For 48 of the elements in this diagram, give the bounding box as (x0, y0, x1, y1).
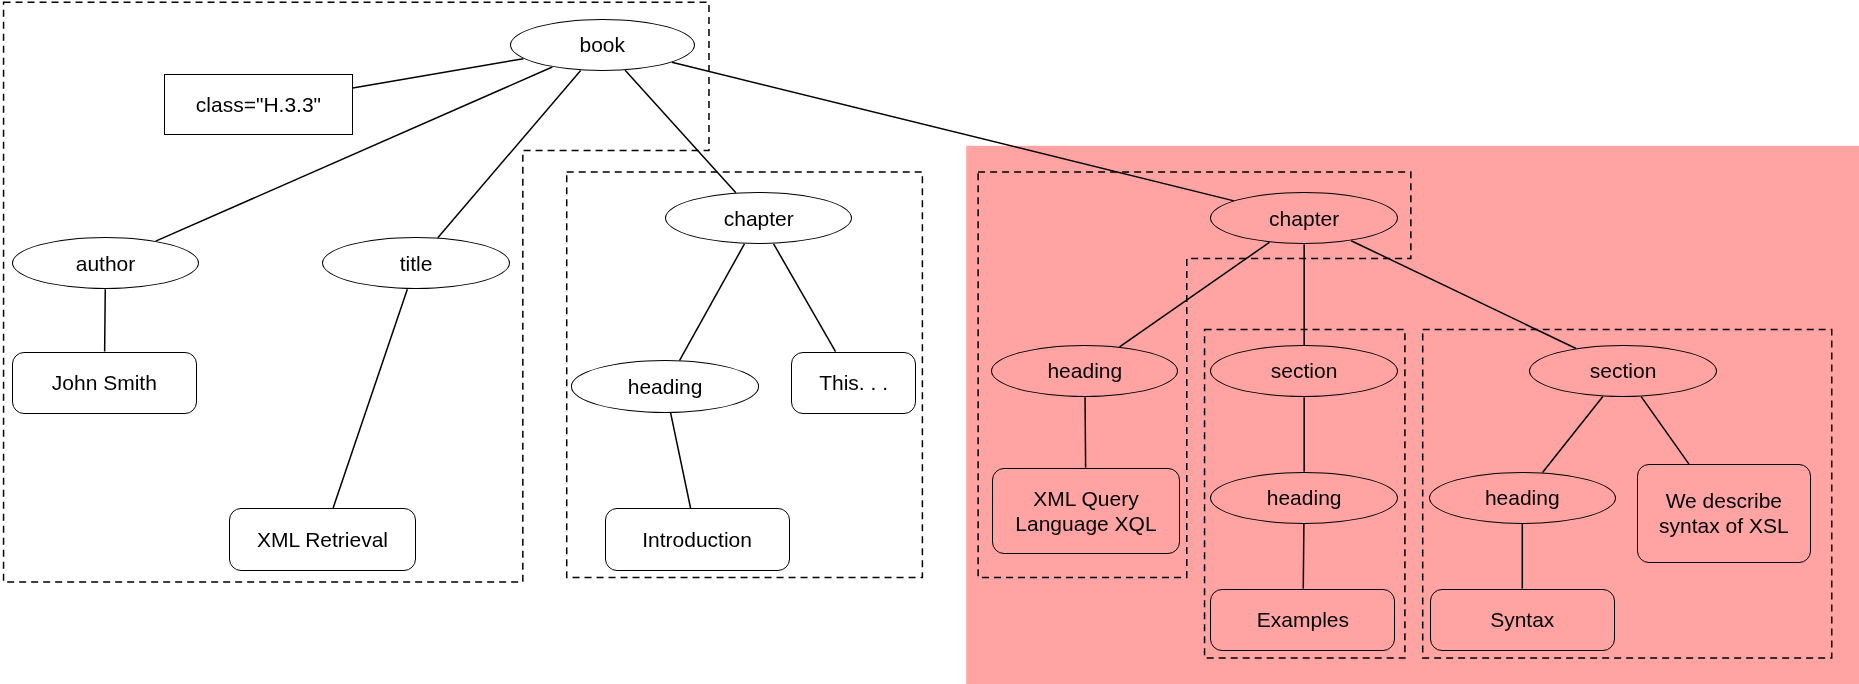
text-box (992, 467, 1180, 555)
connector-line (772, 243, 837, 353)
connector-line (103, 288, 106, 353)
connector-line (154, 66, 554, 242)
node-label: chapter (1269, 205, 1340, 231)
text-box (604, 508, 790, 571)
connector-line (1303, 396, 1305, 473)
node-label: Examples (1256, 607, 1350, 633)
text-box (1210, 588, 1396, 652)
connector-line (1640, 395, 1690, 465)
connector-line (1350, 239, 1577, 350)
node-label: This. . . (819, 370, 889, 396)
connector-line (1303, 243, 1305, 346)
node-label: Introduction (642, 526, 752, 552)
node-label: section (1589, 358, 1657, 384)
connector-line (332, 288, 409, 509)
connector-line (437, 69, 582, 239)
connector-line (1521, 523, 1524, 590)
node-label: We describe syntax of XSL (1658, 488, 1790, 539)
node-label: author (75, 250, 136, 276)
connector-line (671, 61, 1235, 202)
node-label: heading (1047, 358, 1123, 384)
node-label: XML Retrieval (256, 526, 388, 552)
connector-line (669, 411, 692, 509)
node-label: XML Query Language XQL (1014, 485, 1158, 537)
connector-line (1084, 396, 1087, 469)
node-label: Syntax (1490, 607, 1555, 633)
node-label: heading (1484, 485, 1560, 511)
text-box (11, 351, 197, 415)
text-box (228, 508, 417, 571)
node-label: heading (1266, 485, 1342, 511)
node-label: title (399, 250, 433, 276)
connector-line (1302, 523, 1305, 590)
node-label: John Smith (51, 370, 157, 396)
connector-line (1541, 395, 1604, 474)
node-label: chapter (723, 205, 794, 231)
connector-line (351, 57, 525, 89)
node-label: class="H.3.3" (195, 91, 322, 117)
node-label: heading (627, 373, 703, 400)
text-box (1429, 588, 1615, 652)
node-label: section (1270, 358, 1338, 384)
element-ellipse (571, 360, 759, 413)
node-label: book (579, 32, 626, 58)
connector-line (678, 243, 746, 362)
attribute-box (164, 74, 353, 135)
text-box (1636, 464, 1811, 563)
connector-line (624, 69, 737, 194)
text-box (791, 351, 916, 415)
